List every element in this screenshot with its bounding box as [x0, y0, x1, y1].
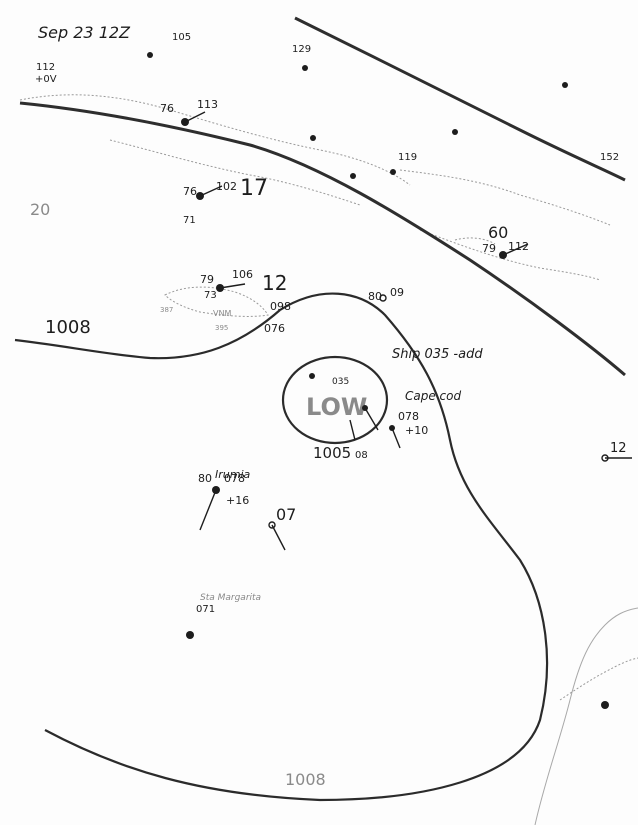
wind-barb — [271, 524, 286, 551]
annotation-152: 152 — [600, 152, 619, 163]
station-plot: 76 102 — [183, 180, 237, 200]
station-pressure: 112 — [508, 240, 529, 253]
wind-barb — [219, 283, 246, 289]
annotation-73: 73 — [204, 290, 217, 301]
station-plot: 79 106 — [200, 268, 253, 292]
wind-barb — [391, 427, 401, 449]
ship-name: Cape cod — [405, 389, 461, 403]
annotation-plus16: +16 — [226, 494, 249, 507]
annotation-105: 105 — [172, 32, 191, 43]
station-plot: 12 — [601, 441, 632, 462]
venezuela-coastline — [559, 657, 638, 701]
station-dot — [601, 701, 609, 709]
south-america-coastline — [534, 607, 638, 825]
annotation-387: 387 — [160, 306, 173, 314]
ship-note: Ship 035 -add — [392, 347, 483, 362]
trough-line-northeast — [294, 16, 626, 182]
station-temp: 80 — [368, 290, 382, 303]
station-pressure: 09 — [390, 286, 404, 299]
station-cluster-near-low — [309, 373, 401, 449]
wind-barb — [349, 419, 356, 441]
station-dot — [310, 135, 316, 141]
annotation-71: 71 — [183, 215, 196, 226]
station-pressure: 12 — [610, 441, 627, 456]
wind-barb — [199, 185, 223, 197]
wind-barb — [364, 407, 379, 431]
station-dot — [379, 294, 387, 302]
wind-barb — [502, 243, 529, 256]
jamaica-coastline — [164, 286, 269, 317]
annotation-08: 08 — [355, 450, 368, 461]
annotation-071: 071 — [196, 604, 215, 615]
isobar-label-1008: 1008 — [45, 317, 91, 338]
place-vnm: VNM — [213, 309, 231, 318]
place-margarita: Sta Margarita — [200, 593, 261, 603]
station-pressure: 102 — [216, 180, 237, 193]
station-temp: 76 — [160, 102, 174, 115]
cuba-coastline — [19, 94, 411, 186]
annotation-035: 035 — [332, 377, 349, 387]
station-temp: 79 — [200, 273, 214, 286]
annotation-plus10: +10 — [405, 424, 428, 437]
isobar-1008-east — [44, 292, 549, 802]
annotation-395: 395 — [215, 324, 228, 332]
station-temp: 76 — [183, 185, 197, 198]
hispaniola-coastline — [399, 169, 611, 281]
station-plot: 07 — [268, 505, 296, 551]
isobar-label-1005: 1005 — [313, 444, 351, 462]
place-irumia: Irumia — [215, 468, 251, 481]
station-cluster-cuba — [147, 52, 609, 709]
station-pressure: 07 — [276, 505, 296, 524]
station-pressure: 113 — [197, 98, 218, 111]
station-dot — [309, 373, 315, 379]
station-dot — [302, 65, 308, 71]
isobar-1008-west — [14, 309, 281, 360]
annotation-098: 098 — [270, 300, 291, 313]
annotation-plus0v: +0V — [35, 74, 57, 85]
annotation-076: 076 — [264, 322, 285, 335]
annotation-12: 12 — [262, 271, 287, 295]
station-temp: 79 — [482, 242, 496, 255]
chart-title: Sep 23 12Z — [38, 23, 131, 42]
station-dot — [452, 129, 458, 135]
station-dot — [350, 173, 356, 179]
annotation-20: 20 — [30, 200, 50, 219]
annotation-129: 129 — [292, 44, 311, 55]
station-pressure: 106 — [232, 268, 253, 281]
station-dot — [562, 82, 568, 88]
wind-barb — [199, 489, 217, 531]
station-temp: 80 — [198, 472, 212, 485]
station-pressure: 078 — [224, 472, 245, 485]
wind-barb — [184, 111, 206, 123]
trough-line-north — [19, 101, 626, 377]
station-dot — [268, 521, 276, 529]
isobar-1005-ring — [281, 355, 389, 445]
annotation-112: 112 — [36, 62, 55, 73]
station-plot: 80 09 — [368, 286, 404, 303]
annotation-119: 119 — [398, 152, 417, 163]
station-plot: 80 078 — [198, 472, 245, 531]
annotation-60: 60 — [488, 223, 508, 242]
annotation-078: 078 — [398, 410, 419, 423]
station-dot — [147, 52, 153, 58]
annotation-17: 17 — [240, 176, 268, 201]
station-dot — [186, 631, 194, 639]
cuba-south-coast — [109, 139, 361, 206]
station-plot: 76 113 — [160, 98, 218, 126]
isobar-label-1008-south: 1008 — [285, 770, 326, 789]
low-center-label: LOW — [306, 393, 367, 421]
station-plot: 79 112 — [482, 240, 529, 259]
station-dot — [390, 169, 396, 175]
